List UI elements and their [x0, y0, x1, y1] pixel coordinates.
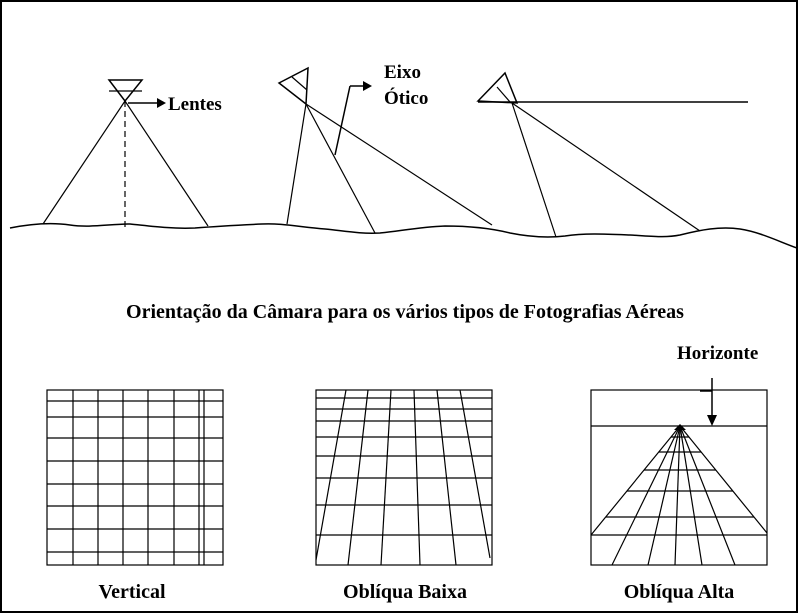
camera-high-oblique-lens-line — [496, 86, 511, 103]
camera-high-oblique — [476, 71, 748, 238]
caption-high-oblique: Oblíqua Alta — [624, 581, 735, 603]
optical-axis-label-line1: Eixo — [384, 62, 421, 83]
camera-low-oblique-ray-left — [286, 103, 307, 225]
horizon-callout: Horizonte — [677, 343, 758, 426]
diagram-title: Orientação da Câmara para os vários tipo… — [126, 301, 684, 323]
optical-axis-label-line2: Ótico — [384, 87, 428, 109]
lens-callout: Lentes — [128, 94, 222, 115]
caption-vertical: Vertical — [98, 581, 165, 603]
vanishing-point-marker — [674, 424, 686, 430]
camera-low-oblique-lens-line — [291, 76, 308, 91]
high-oblique-photo-grid — [590, 389, 768, 566]
camera-low-oblique-axis — [305, 103, 376, 234]
vertical-photo-grid — [46, 389, 224, 566]
camera-low-oblique-triangle-icon — [277, 66, 309, 106]
camera-vertical-ray-right — [124, 100, 209, 227]
caption-low-oblique: Oblíqua Baixa — [343, 581, 467, 603]
horizon-arrow-head-icon — [707, 415, 717, 426]
camera-vertical — [42, 79, 209, 227]
camera-low-oblique-ray-right — [305, 103, 493, 226]
ground-line — [9, 222, 798, 249]
optical-axis-pointer-line — [334, 85, 351, 156]
vertical-grid-frame — [46, 389, 224, 566]
high-oblique-grid-frame — [590, 389, 768, 566]
horizon-label: Horizonte — [677, 343, 758, 364]
camera-low-oblique — [277, 66, 493, 234]
camera-vertical-ray-left — [42, 100, 126, 225]
low-oblique-photo-grid — [315, 389, 493, 566]
lens-arrow-head-icon — [157, 98, 166, 108]
camera-high-oblique-ray-left — [511, 102, 557, 238]
optical-axis-callout: Eixo Ótico — [334, 62, 428, 156]
camera-high-oblique-ray-right — [511, 102, 701, 232]
optical-axis-arrow-head-icon — [363, 81, 372, 91]
lens-label: Lentes — [168, 94, 222, 115]
